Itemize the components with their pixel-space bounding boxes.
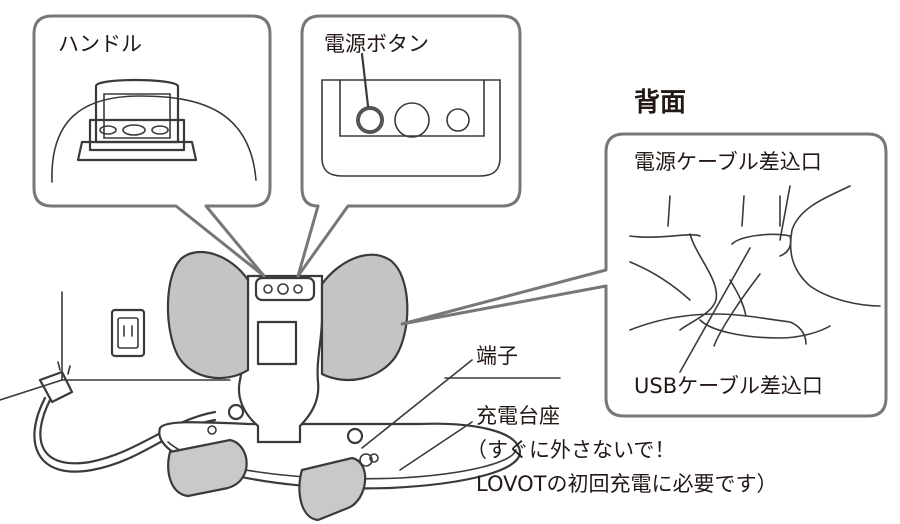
handle-label: ハンドル xyxy=(58,32,142,56)
back-view-detail xyxy=(629,185,881,373)
charging-note-line2: LOVOTの初回充電に必要です） xyxy=(476,472,778,496)
handle-detail xyxy=(51,78,257,183)
charging-base-leader xyxy=(399,421,473,471)
power-button-detail xyxy=(321,52,501,177)
terminal-leader xyxy=(361,359,473,449)
right-wing xyxy=(320,253,409,382)
left-wing xyxy=(166,250,250,380)
charging-tower xyxy=(237,274,324,444)
back-heading: 背面 xyxy=(634,88,687,118)
charging-note-line1: （すぐに外さないで！ xyxy=(466,438,676,462)
left-foot-pad xyxy=(167,438,248,498)
usb-cable-port-label: USBケーブル差込口 xyxy=(634,374,823,398)
right-foot-pad xyxy=(298,456,367,522)
back-view-callout xyxy=(400,132,888,418)
power-button-callout xyxy=(296,14,522,278)
power-button-label: 電源ボタン xyxy=(324,32,429,56)
terminal-label: 端子 xyxy=(476,344,518,368)
room-lines xyxy=(0,291,561,401)
wall-outlet xyxy=(110,308,146,358)
power-cable-port-label: 電源ケーブル差込口 xyxy=(634,150,822,174)
handle-callout xyxy=(32,14,272,278)
charging-base-label: 充電台座 xyxy=(476,404,560,428)
